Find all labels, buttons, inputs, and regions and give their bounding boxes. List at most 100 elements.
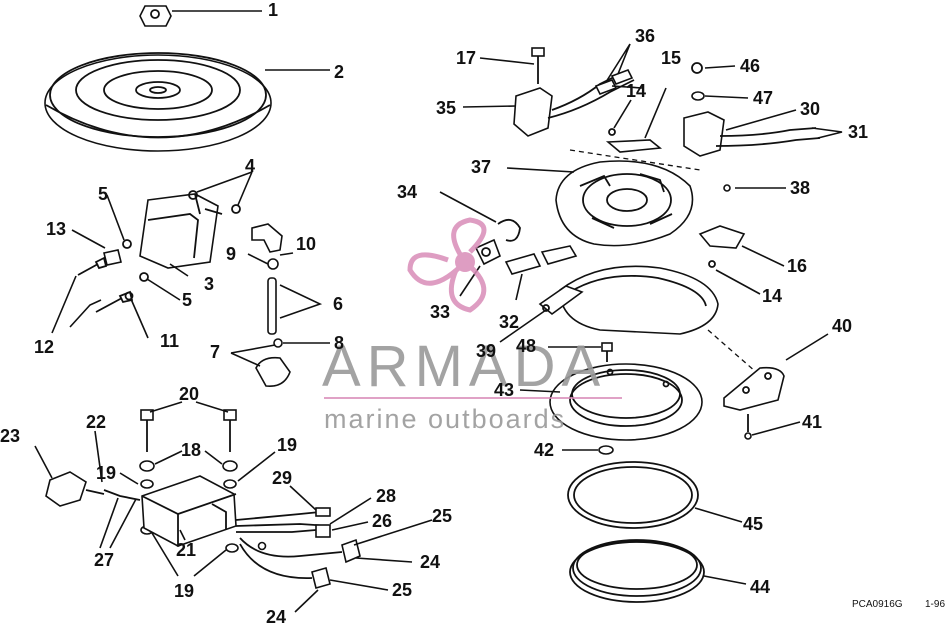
callout-12: 12 <box>34 337 54 357</box>
callout-27: 27 <box>94 550 114 570</box>
part-terminal-8 <box>273 338 283 348</box>
callout-38: 38 <box>790 178 810 198</box>
part-sensor-35 <box>513 73 635 137</box>
callout-42: 42 <box>534 440 554 460</box>
callout-44: 44 <box>750 577 770 597</box>
callout-13: 13 <box>46 219 66 239</box>
part-ground-clip <box>103 249 122 266</box>
part-bushings-32 <box>504 245 578 275</box>
part-bracket-15 <box>605 128 663 153</box>
callout-2: 2 <box>334 62 344 82</box>
part-terminal-cap-7 <box>255 356 291 388</box>
part-bearing-ring-43 <box>549 363 703 441</box>
part-washer-5-upper <box>122 239 132 249</box>
part-screw-48 <box>601 342 613 362</box>
callout-45: 45 <box>743 514 763 534</box>
callout-26: 26 <box>372 511 392 531</box>
part-power-pack <box>141 475 237 547</box>
callout-14-lower: 14 <box>762 286 782 306</box>
callout-11: 11 <box>160 331 179 351</box>
callout-36: 36 <box>635 26 655 46</box>
part-washer-19-upper-left <box>140 479 154 489</box>
callout-48: 48 <box>516 336 536 356</box>
callout-25-lower: 25 <box>392 580 412 600</box>
callout-labels: 1 2 3 4 5 5 6 7 8 9 10 11 12 13 14 14 15… <box>0 0 868 626</box>
part-spring-34 <box>497 218 521 242</box>
part-flywheel <box>44 52 272 152</box>
part-washer-11 <box>124 291 134 301</box>
part-retainer-plate-39 <box>538 265 719 335</box>
callout-19-bottom: 19 <box>174 581 194 601</box>
watermark-tagline: marine outboards <box>324 404 566 434</box>
callout-10: 10 <box>296 234 316 254</box>
callout-5-upper: 5 <box>98 184 108 204</box>
part-washer-18-right <box>222 460 238 472</box>
part-ring-45 <box>567 461 699 529</box>
callout-1: 1 <box>268 0 278 20</box>
callout-24-lower: 24 <box>266 607 286 626</box>
callout-15: 15 <box>661 48 681 68</box>
part-ring-44 <box>569 539 705 603</box>
reference-date: 1-96 <box>925 599 945 610</box>
callout-41: 41 <box>802 412 822 432</box>
part-nut <box>139 5 172 27</box>
callout-30: 30 <box>800 99 820 119</box>
part-link-33 <box>474 238 502 266</box>
callout-29: 29 <box>272 468 292 488</box>
part-washer-18-left <box>139 460 155 472</box>
callout-43: 43 <box>494 380 514 400</box>
callout-20: 20 <box>179 384 199 404</box>
part-high-tension-lead <box>267 277 277 335</box>
callout-19-right: 19 <box>277 435 297 455</box>
part-wire-harness <box>235 507 361 589</box>
armada-watermark: ARMADA marine outboards <box>322 217 622 434</box>
part-counterweight-40 <box>723 366 785 411</box>
callout-28: 28 <box>376 486 396 506</box>
callout-25-upper: 25 <box>432 506 452 526</box>
part-coil-washer-top <box>188 190 198 200</box>
callout-37: 37 <box>471 157 491 177</box>
callout-4: 4 <box>245 156 255 176</box>
part-washer-19-upper-right <box>223 479 237 489</box>
callout-3: 3 <box>204 274 214 294</box>
callout-46: 46 <box>740 56 760 76</box>
part-boot-spring <box>267 258 279 270</box>
callout-35: 35 <box>436 98 456 118</box>
callout-23: 23 <box>0 426 20 446</box>
callout-34: 34 <box>397 182 417 202</box>
callout-16: 16 <box>787 256 807 276</box>
part-sensor-30 <box>683 62 821 157</box>
callout-17: 17 <box>456 48 476 68</box>
callout-31: 31 <box>848 122 868 142</box>
part-timer-plate-16 <box>698 225 746 268</box>
part-stator-plate-37 <box>555 160 694 247</box>
part-connector-22 <box>45 471 141 507</box>
callout-24-upper: 24 <box>420 552 440 572</box>
part-washer-42 <box>598 445 614 455</box>
part-screws-12 <box>77 256 134 313</box>
callout-21: 21 <box>176 540 196 560</box>
callout-19-left: 19 <box>96 463 116 483</box>
callout-22: 22 <box>86 412 106 432</box>
callout-6: 6 <box>333 294 343 314</box>
callout-33: 33 <box>430 302 450 322</box>
callout-7: 7 <box>210 342 220 362</box>
part-screws-20 <box>140 409 237 452</box>
callout-8: 8 <box>334 333 344 353</box>
part-spark-plug-boot <box>251 223 283 253</box>
part-ignition-coil <box>139 193 223 269</box>
part-washer-5-lower <box>139 272 149 282</box>
callout-18: 18 <box>181 440 201 460</box>
watermark-name: ARMADA <box>322 334 606 399</box>
part-washer-19-lower-right <box>225 543 239 553</box>
reference-code: PCA0916G <box>852 599 903 610</box>
part-screw-41 <box>744 414 752 440</box>
callout-9: 9 <box>226 244 236 264</box>
callout-14-upper: 14 <box>626 81 646 101</box>
callout-47: 47 <box>753 88 773 108</box>
callout-40: 40 <box>832 316 852 336</box>
armada-logo-icon <box>407 217 487 313</box>
callout-32: 32 <box>499 312 519 332</box>
callout-39: 39 <box>476 341 496 361</box>
